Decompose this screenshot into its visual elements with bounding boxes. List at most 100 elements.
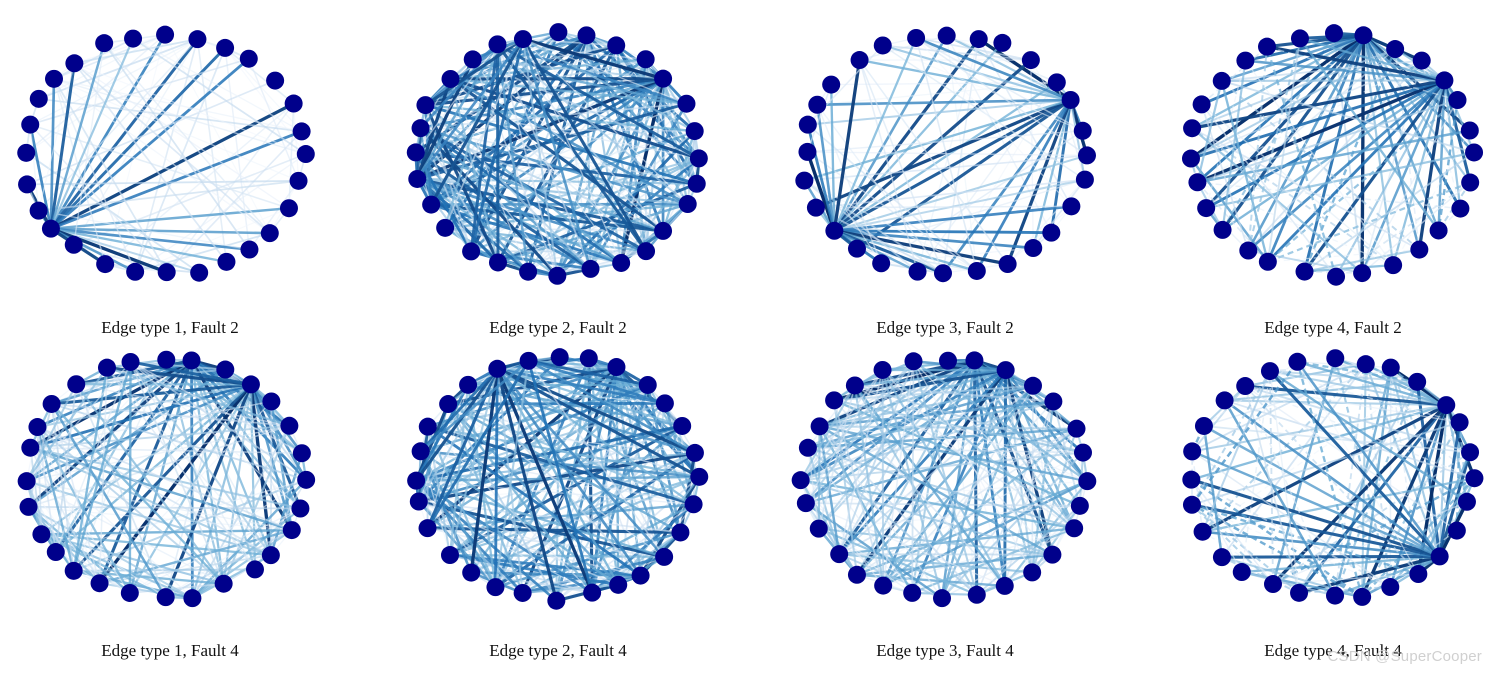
graph-edge bbox=[1245, 59, 1445, 82]
graph-edge bbox=[1221, 79, 1445, 82]
graph-edge bbox=[833, 229, 944, 275]
graph-edge bbox=[880, 130, 1084, 264]
graph-node bbox=[1326, 349, 1345, 368]
graph-edge bbox=[522, 38, 622, 264]
graph-edge bbox=[1272, 477, 1475, 586]
graph-edge bbox=[37, 426, 293, 531]
graph-edge bbox=[36, 426, 57, 553]
graph-node bbox=[1070, 496, 1089, 515]
graph-edge bbox=[419, 359, 530, 453]
graph-edge bbox=[29, 447, 193, 599]
graph-node bbox=[156, 25, 175, 44]
graph-edge bbox=[818, 527, 1053, 556]
graph-edge bbox=[1244, 385, 1336, 596]
graph-edge bbox=[1205, 34, 1365, 210]
graph-edge bbox=[912, 360, 1033, 573]
graph-panel-6 bbox=[407, 348, 709, 610]
graph-edge bbox=[978, 38, 1073, 207]
graph-edge bbox=[224, 47, 295, 105]
graph-edge bbox=[426, 426, 451, 556]
graph-edge bbox=[76, 383, 290, 427]
graph-node bbox=[440, 546, 459, 565]
graph-edge bbox=[882, 44, 1086, 181]
graph-edge bbox=[1269, 371, 1274, 585]
graph-node bbox=[28, 418, 47, 437]
graph-node bbox=[798, 438, 817, 457]
graph-edge bbox=[521, 384, 649, 594]
graph-edge bbox=[1266, 79, 1446, 263]
graph-node bbox=[284, 94, 303, 113]
graph-edge bbox=[53, 78, 299, 182]
graph-edge bbox=[29, 447, 131, 594]
graph-node bbox=[182, 351, 201, 370]
graph-node bbox=[636, 50, 655, 69]
graph-edge bbox=[25, 383, 78, 482]
graph-edge bbox=[496, 44, 559, 276]
graph-node bbox=[120, 583, 139, 602]
graph-node bbox=[1073, 443, 1092, 462]
graph-edge bbox=[37, 383, 252, 429]
graph-node bbox=[1448, 91, 1467, 110]
graph-edge bbox=[833, 399, 1081, 507]
graph-edge bbox=[833, 35, 948, 232]
graph-edge bbox=[1007, 205, 1072, 265]
graph-edge bbox=[1007, 179, 1086, 265]
graph-node bbox=[607, 36, 626, 55]
graph-node bbox=[609, 575, 628, 594]
graph-edge bbox=[98, 359, 193, 584]
graph-node bbox=[463, 50, 482, 69]
graph-edge bbox=[590, 384, 650, 594]
graph-node bbox=[1429, 221, 1448, 240]
graph-edge bbox=[858, 59, 944, 274]
graph-edge bbox=[915, 37, 1032, 61]
graph-edge bbox=[527, 359, 696, 455]
graph-node bbox=[18, 175, 37, 194]
graph-edge bbox=[447, 403, 524, 594]
graph-edge bbox=[521, 38, 648, 252]
graph-edge bbox=[469, 38, 525, 252]
graph-edge bbox=[1221, 556, 1300, 594]
graph-edge bbox=[805, 369, 884, 504]
graph-node bbox=[1075, 170, 1094, 189]
graph-node bbox=[1461, 443, 1480, 462]
graph-node bbox=[1288, 352, 1307, 371]
graph-edge bbox=[74, 34, 166, 64]
graph-edge bbox=[164, 34, 271, 234]
graph-edge bbox=[497, 367, 666, 405]
graph-edge bbox=[29, 447, 101, 584]
graph-node bbox=[933, 264, 952, 283]
graph-node bbox=[296, 145, 315, 164]
graph-node bbox=[188, 30, 207, 49]
graph-edge bbox=[50, 206, 290, 230]
graph-edge bbox=[418, 499, 665, 559]
graph-edge bbox=[833, 400, 885, 586]
graph-edge bbox=[416, 178, 472, 252]
graph-edge bbox=[419, 367, 499, 453]
graph-node bbox=[1073, 121, 1092, 140]
graph-node bbox=[1412, 51, 1431, 70]
graph-edge bbox=[800, 479, 1053, 556]
graph-panel-5 bbox=[17, 350, 316, 608]
graph-node bbox=[638, 375, 657, 394]
graph-edge bbox=[414, 367, 499, 482]
graph-node bbox=[967, 261, 986, 280]
caption-edge1-fault4: Edge type 1, Fault 4 bbox=[101, 641, 239, 660]
graph-node bbox=[411, 442, 430, 461]
graph-edge bbox=[414, 151, 530, 273]
graph-edge bbox=[130, 361, 301, 509]
graph-edge bbox=[26, 480, 75, 572]
graph-edge bbox=[1221, 79, 1446, 231]
graph-edge bbox=[915, 37, 1072, 207]
graph-edge bbox=[1442, 80, 1472, 183]
graph-edge bbox=[816, 104, 944, 274]
graph-edge bbox=[1223, 399, 1441, 558]
graph-node bbox=[1023, 376, 1042, 395]
graph-node bbox=[406, 143, 425, 162]
graph-edge bbox=[50, 102, 295, 231]
graph-edge bbox=[832, 59, 862, 232]
graph-edge bbox=[427, 426, 593, 594]
graph-edge bbox=[1298, 554, 1441, 595]
graph-node bbox=[418, 519, 437, 538]
graph-edge bbox=[911, 361, 915, 593]
graph-edge bbox=[882, 427, 1078, 587]
